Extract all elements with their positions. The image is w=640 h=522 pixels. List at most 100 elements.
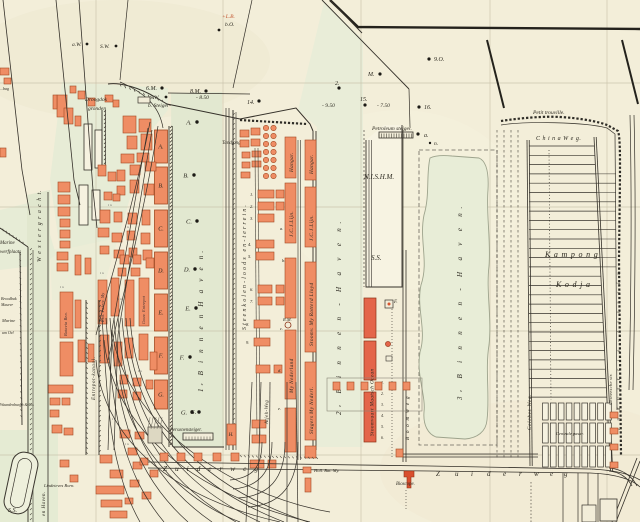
svg-text:Chineesche str.: Chineesche str. xyxy=(608,373,613,405)
svg-text:15.: 15. xyxy=(360,97,368,103)
svg-text:g: g xyxy=(564,470,568,478)
svg-text:A.: A. xyxy=(185,120,192,127)
svg-text:J.C.J.Lijn.: J.C.J.Lijn. xyxy=(309,215,315,241)
svg-text:G.: G. xyxy=(158,393,164,399)
svg-text:Tandjong.: Tandjong. xyxy=(222,141,242,146)
svg-text:i n: i n xyxy=(112,417,116,421)
svg-text:Petroleum steiger.: Petroleum steiger. xyxy=(371,126,412,132)
svg-text:9.: 9. xyxy=(246,340,249,345)
svg-text:- 7.50: - 7.50 xyxy=(377,103,390,109)
svg-text:gronden: gronden xyxy=(88,106,106,112)
svg-text:3e B i n n e n - H a v e n.: 3e B i n n e n - H a v e n. xyxy=(456,202,464,401)
svg-text:e.: e. xyxy=(278,406,281,411)
svg-text:Hangar.: Hangar. xyxy=(309,154,315,175)
svg-text:F.: F. xyxy=(393,300,398,305)
svg-text:K a m p o n g: K a m p o n g xyxy=(544,250,599,259)
svg-text:B o o m W e g: B o o m W e g xyxy=(405,395,411,440)
svg-text:N.I.S.H.M.: N.I.S.H.M. xyxy=(363,173,394,181)
svg-text:- 8.50: - 8.50 xyxy=(196,95,209,101)
svg-text:Z u i d e r w e g: Z u i d e r w e g xyxy=(163,464,261,473)
svg-text:Z: Z xyxy=(436,470,440,478)
svg-text:Stoomvaart Maatsch Ocean: Stoomvaart Maatsch Ocean xyxy=(370,368,376,436)
svg-text:Marine: Marine xyxy=(1,318,15,323)
svg-text:D.: D. xyxy=(183,267,191,274)
svg-text:R.M.: R.M. xyxy=(282,317,292,322)
svg-text:Steenkolen-loods en-terrein.: Steenkolen-loods en-terrein. xyxy=(242,203,248,330)
svg-text:1.: 1. xyxy=(381,380,384,385)
svg-text:F.: F. xyxy=(179,355,185,362)
svg-text:9.O.: 9.O. xyxy=(434,57,444,63)
svg-text:Centrale pasar.: Centrale pasar. xyxy=(556,431,584,436)
svg-text:My Nederland: My Nederland xyxy=(289,358,295,394)
svg-text:Droogdok: Droogdok xyxy=(84,97,108,103)
svg-text:1e B i n n e n H a v e n.: 1e B i n n e n H a v e n. xyxy=(197,248,205,392)
svg-text:B.: B. xyxy=(158,184,163,190)
svg-text:S.W.: S.W. xyxy=(100,44,110,50)
svg-text:Celebes Weg.: Celebes Weg. xyxy=(528,394,533,430)
svg-text:K o d j a: K o d j a xyxy=(555,280,591,289)
svg-text:werfplaats: werfplaats xyxy=(0,250,21,255)
svg-text:C h i n a W e g.: C h i n a W e g. xyxy=(536,136,581,142)
svg-text:w: w xyxy=(534,470,539,478)
svg-text:1.: 1. xyxy=(250,192,253,197)
svg-text:Petit trouville.: Petit trouville. xyxy=(532,110,565,116)
svg-text:Waardenburgh & Co.: Waardenburgh & Co. xyxy=(0,402,34,407)
svg-text:b.: b. xyxy=(282,258,285,263)
svg-text:3.: 3. xyxy=(381,402,384,407)
svg-text:- 9.50: - 9.50 xyxy=(322,103,335,109)
svg-text:+L.B.: +L.B. xyxy=(222,14,235,20)
svg-text:14.: 14. xyxy=(247,99,255,106)
svg-text:a.: a. xyxy=(280,226,283,231)
svg-text:2.: 2. xyxy=(250,204,253,209)
svg-text:Stoomv. My Rotterd Lloyd: Stoomv. My Rotterd Lloyd xyxy=(309,283,315,346)
svg-text:G.: G. xyxy=(190,409,197,416)
svg-text:i n: i n xyxy=(100,271,104,275)
svg-text:W e s t e r g r a c h t.: W e s t e r g r a c h t. xyxy=(37,189,43,262)
svg-text:G.: G. xyxy=(181,410,188,417)
svg-text:e: e xyxy=(503,470,506,478)
svg-text:2.: 2. xyxy=(335,81,340,87)
svg-text:16.: 16. xyxy=(424,105,432,111)
svg-text:Kon. Paketv. My: Kon. Paketv. My xyxy=(100,293,105,323)
svg-text:M.: M. xyxy=(367,72,375,78)
svg-text:Marine: Marine xyxy=(0,241,16,246)
svg-text:3.: 3. xyxy=(250,216,253,221)
svg-text:5.: 5. xyxy=(381,424,384,429)
svg-text:i n: i n xyxy=(118,297,122,301)
svg-text:E.: E. xyxy=(157,311,163,317)
svg-text:2.: 2. xyxy=(381,391,384,396)
svg-text:Entrepot-kanaal.: Entrepot-kanaal. xyxy=(92,357,97,401)
svg-text:e: e xyxy=(550,470,553,478)
svg-text:S.S.: S.S. xyxy=(8,508,17,514)
svg-text:Gouv. Entrepot: Gouv. Entrepot xyxy=(141,295,146,324)
svg-text:d.: d. xyxy=(278,368,281,373)
svg-text:5.: 5. xyxy=(248,254,251,259)
svg-text:r: r xyxy=(519,470,522,478)
svg-text:6.: 6. xyxy=(250,287,253,292)
svg-text:2e B i n n e n - H a v e n.: 2e B i n n e n - H a v e n. xyxy=(335,217,343,415)
svg-text:Lindeteves Born.: Lindeteves Born. xyxy=(43,483,75,488)
svg-text:I n d u s t r i e - t e r r e: I n d u s t r i e - t e r r e i n. xyxy=(616,265,622,431)
svg-text:D.: D. xyxy=(157,269,164,275)
svg-text:F.: F. xyxy=(158,354,163,360)
svg-text:Broodbak: Broodbak xyxy=(1,296,17,301)
svg-text:4.: 4. xyxy=(248,242,251,247)
svg-text:d: d xyxy=(487,470,491,478)
svg-text:i n: i n xyxy=(125,442,129,446)
svg-text:Atjeh-Weg: Atjeh-Weg xyxy=(265,400,270,425)
svg-text:7.: 7. xyxy=(250,299,253,304)
svg-text:E.: E. xyxy=(184,306,191,313)
svg-text:6.: 6. xyxy=(381,435,384,440)
svg-text:i: i xyxy=(471,470,473,478)
svg-text:a.W.: a.W. xyxy=(72,42,82,48)
svg-text:Maurer: Maurer xyxy=(0,302,14,307)
svg-text:J.C.J.Lijn.: J.C.J.Lijn. xyxy=(289,211,295,237)
svg-text:n.: n. xyxy=(434,141,438,147)
svg-text:um Oel: um Oel xyxy=(2,330,15,335)
svg-text:C.: C. xyxy=(186,219,192,226)
svg-text:S.S.: S.S. xyxy=(371,254,382,262)
svg-text:H.: H. xyxy=(228,433,234,438)
svg-text:Personensteiger.: Personensteiger. xyxy=(169,428,202,433)
svg-text:B.: B. xyxy=(183,173,189,180)
svg-text:u: u xyxy=(455,470,459,478)
